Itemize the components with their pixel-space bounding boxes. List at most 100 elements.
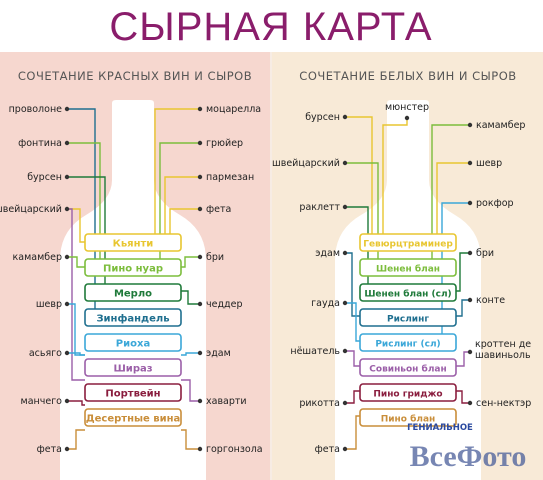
connector-line [67, 400, 85, 406]
cheese-dot [342, 250, 348, 256]
cheese-dot [64, 350, 70, 356]
connector-line [382, 118, 408, 242]
wine-box-frame [359, 283, 457, 302]
wine-label: Мерло [114, 289, 152, 300]
wine-box: Рислинг [359, 308, 457, 327]
connector-line [345, 415, 360, 450]
connector-line [456, 252, 470, 292]
cheese-label: рикотта [299, 398, 340, 409]
wine-box-frame [359, 308, 457, 327]
wine-label: Пино блан [381, 414, 436, 425]
wine-box: Рислинг (сл) [359, 333, 457, 352]
wine-box-frame [359, 408, 457, 427]
wine-box-frame [359, 333, 457, 352]
wine-label: Десертные вина [86, 414, 181, 425]
cheese-label: бурсен [305, 112, 340, 123]
wine-box-frame [359, 233, 457, 252]
cheese-label: моцарелла [206, 104, 261, 115]
cheese-label: камамбер [476, 120, 525, 131]
connector-line [181, 256, 200, 268]
wine-box: Риоха [84, 333, 182, 352]
cheese-dot [64, 398, 70, 404]
connector-line [67, 352, 85, 356]
cheese-dot [342, 400, 348, 406]
cheese-dot [404, 115, 410, 121]
wine-box-frame [84, 308, 182, 327]
cheese-label: мюнстер [385, 102, 429, 113]
cheese-dot [197, 446, 203, 452]
cheese-label: фонтина [18, 138, 62, 149]
cheese-dot [197, 301, 203, 307]
cheese-label: бурсен [27, 172, 62, 183]
connector-line [181, 290, 200, 305]
wine-box: Пино нуар [84, 258, 182, 277]
cheese-label: эдам [206, 348, 231, 359]
wine-label: Пино нуар [103, 264, 163, 275]
wine-box: Зинфандель [84, 308, 182, 327]
cheese-label: шевр [36, 299, 62, 310]
cheese-dot [197, 206, 203, 212]
connector-line [67, 208, 85, 243]
cheese-dot [64, 140, 70, 146]
wine-box: Пино блан [359, 408, 457, 427]
wine-box: Шираз [84, 358, 182, 377]
cheese-label: бри [206, 252, 224, 263]
cheese-label: фета [206, 204, 231, 215]
wine-box-frame [84, 358, 182, 377]
cheese-dot [342, 204, 348, 210]
connector-line [181, 429, 200, 450]
wine-box-frame [359, 358, 457, 377]
connector-line [456, 351, 470, 367]
wine-label: Гевюрцтраминер [363, 240, 453, 250]
wine-box: Шенен блан (сл) [359, 283, 457, 302]
cheese-label: фета [315, 444, 340, 455]
wine-box: Гевюрцтраминер [359, 233, 457, 252]
cheese-dot [342, 348, 348, 354]
cheese-dot [467, 200, 473, 206]
watermark: ГЕНИАЛЬНОЕ ВсеФото [407, 423, 526, 473]
connector-line [67, 208, 85, 381]
wine-box-frame [84, 408, 182, 427]
cheese-dot [64, 174, 70, 180]
wine-label: Рислинг (сл) [375, 340, 440, 350]
watermark-top: ГЕНИАЛЬНОЕ [407, 423, 473, 433]
wine-box: Совиньон блан [359, 358, 457, 377]
cheese-label: бри [476, 248, 494, 259]
connector-line [181, 352, 200, 356]
cheese-label: нёшатель [290, 346, 340, 357]
wine-label: Шенен блан [376, 264, 440, 275]
cheese-dot [467, 349, 473, 355]
cheese-dot [64, 106, 70, 112]
cheese-label: гауда [311, 298, 340, 309]
cheese-dot [197, 254, 203, 260]
wine-box-frame [84, 258, 182, 277]
wine-label: Совиньон блан [369, 364, 446, 375]
connector-line [67, 256, 85, 268]
white-heading: СОЧЕТАНИЕ БЕЛЫХ ВИН И СЫРОВ [299, 69, 516, 83]
cheese-label: чеддер [206, 299, 242, 310]
cheese-label: хаварти [206, 396, 247, 407]
wine-box-frame [359, 383, 457, 402]
connector-line [67, 429, 85, 450]
wine-label: Кьянти [113, 239, 154, 250]
wine-box: Мерло [84, 283, 182, 302]
cheese-label: фета [37, 444, 62, 455]
cheese-label: грюйер [206, 138, 243, 149]
cheese-label: конте [476, 295, 505, 306]
cheese-label: шевр [476, 158, 502, 169]
wine-label: Рислинг [387, 315, 429, 325]
white-cheese-list: бурсеншвейцарскийраклеттэдамгауданёшател… [272, 102, 531, 455]
cheese-dot [197, 398, 203, 404]
cheese-label: манчего [21, 396, 63, 407]
connector-line [345, 302, 360, 342]
wine-box: Портвейн [84, 383, 182, 402]
cheese-dot [467, 297, 473, 303]
cheese-dot [342, 114, 348, 120]
wine-label: Шираз [113, 364, 152, 375]
wine-label: Пино гриджо [373, 390, 442, 400]
wine-box-frame [84, 383, 182, 402]
